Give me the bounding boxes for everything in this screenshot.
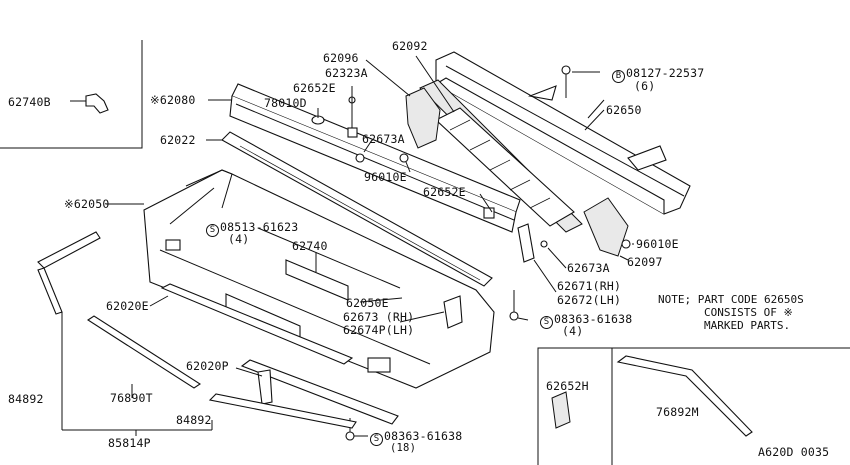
- label-08127-qty: (6): [634, 79, 656, 93]
- label-62673A-top: 62673A: [362, 132, 405, 146]
- bracket-62673: [443, 295, 463, 329]
- absorber-62092: [415, 55, 583, 233]
- screw-s-icon: S: [206, 224, 219, 237]
- leader-lines: [235, 71, 634, 437]
- bracket-62671: [517, 223, 535, 263]
- molding-62020P: [240, 359, 399, 425]
- label-62020E: 62020E: [106, 299, 149, 313]
- bracket-62740B: [70, 93, 109, 114]
- label-96010E-right: 96010E: [636, 237, 679, 251]
- label-62740B: 62740B: [8, 95, 51, 109]
- label-78010D: 78010D: [264, 96, 307, 110]
- label-62672: 62672(LH): [557, 293, 622, 307]
- label-62652H: 62652H: [546, 379, 589, 393]
- label-62097: 62097: [627, 255, 663, 269]
- label-62323A: 62323A: [325, 66, 368, 80]
- label-62652E-top: 62652E: [293, 81, 336, 95]
- label-62671: 62671(RH): [557, 279, 622, 293]
- label-62020P: 62020P: [186, 359, 229, 373]
- label-76892M: 76892M: [656, 405, 699, 419]
- label-08363-bot-qty: (18): [390, 442, 417, 454]
- note-line-2: CONSISTS OF ※: [704, 306, 793, 319]
- label-62096: 62096: [323, 51, 359, 65]
- bracket-62740: [285, 252, 349, 301]
- retainer-62022: [206, 131, 493, 287]
- inset-frame-top-left: [0, 40, 143, 149]
- marked-symbol: ※: [150, 93, 160, 107]
- screw-s-icon: S: [370, 433, 383, 446]
- label-85814P: 85814P: [108, 436, 151, 450]
- rail-62080: [208, 83, 521, 233]
- label-08363-mid-qty: (4): [562, 324, 584, 338]
- label-62022: 62022: [160, 133, 196, 147]
- label-62652E-mid: 62652E: [423, 185, 466, 199]
- diagram-code: A620D 0035: [758, 445, 830, 459]
- label-96010E-left: 96010E: [364, 170, 407, 184]
- molding-76892M: [616, 355, 753, 437]
- label-62650: 62650: [606, 103, 642, 117]
- clip-62652H: [551, 391, 571, 429]
- marked-symbol: ※: [64, 197, 74, 211]
- molding-62020E: [149, 283, 354, 365]
- label-62673-rh: 62673 (RH): [343, 310, 415, 324]
- label-62050: ※62050: [64, 197, 110, 211]
- label-62050E: 62050E: [346, 296, 389, 310]
- bolt-b-icon: B: [612, 70, 625, 83]
- label-62080: ※62080: [150, 93, 196, 107]
- inset-frame-bottom-right: [537, 347, 850, 465]
- label-08513-qty: (4): [228, 232, 250, 246]
- label-84892-right: 84892: [176, 413, 212, 427]
- strips-lower-left: [37, 231, 357, 436]
- label-62674-lh: 62674P(LH): [343, 323, 415, 337]
- stay-62097: [583, 197, 629, 261]
- note-line-3: MARKED PARTS.: [704, 319, 791, 332]
- label-62673A-right: 62673A: [567, 261, 610, 275]
- screw-s-icon: S: [540, 316, 553, 329]
- label-62740: 62740: [292, 239, 328, 253]
- label-76890T: 76890T: [110, 391, 153, 405]
- stay-62096: [365, 59, 441, 149]
- note-line-1: NOTE; PART CODE 62650S: [658, 293, 804, 306]
- label-84892-left: 84892: [8, 392, 44, 406]
- label-62092: 62092: [392, 39, 428, 53]
- beam-62650: [435, 51, 691, 215]
